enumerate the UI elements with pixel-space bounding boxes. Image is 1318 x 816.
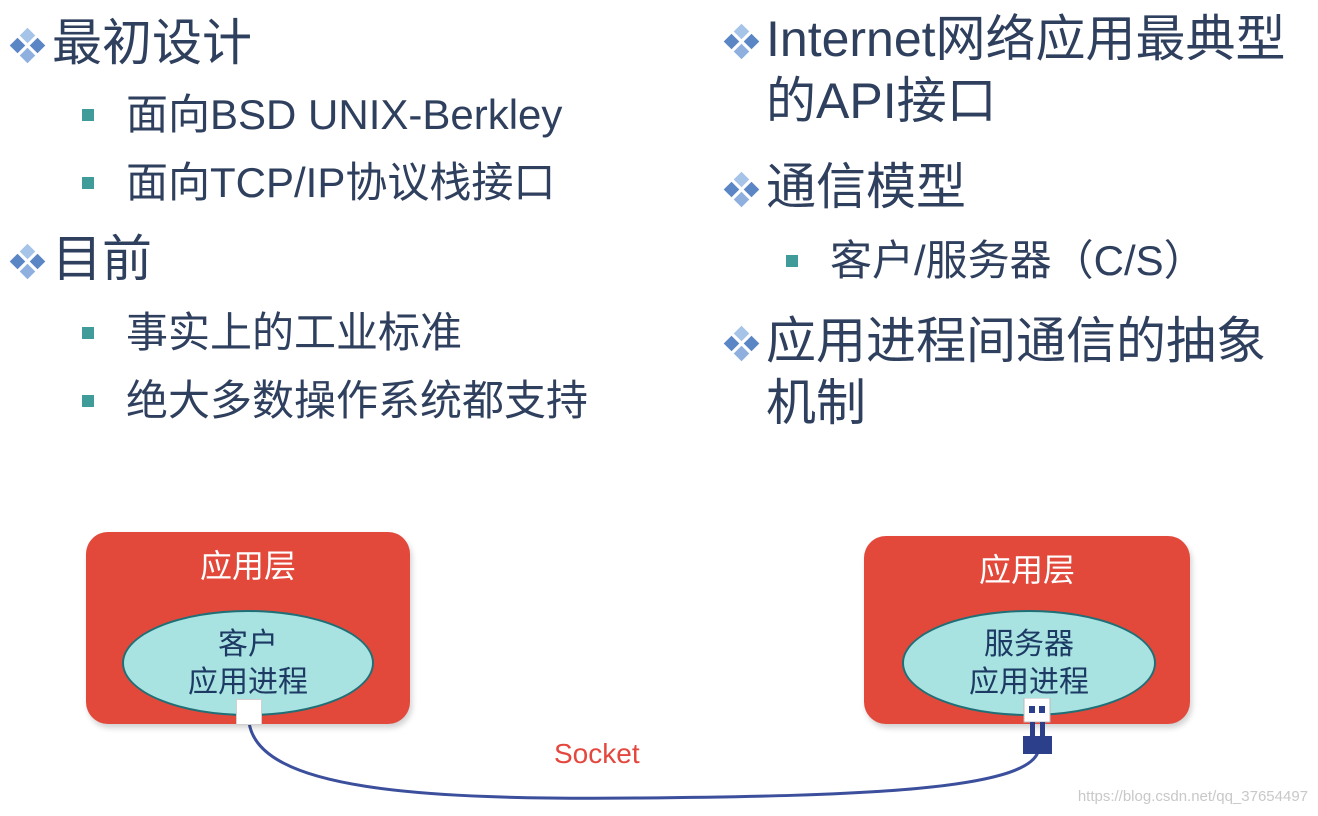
socket-label: Socket — [554, 738, 640, 769]
client-socket-port-icon — [236, 699, 262, 725]
client-layer-label: 应用层 — [199, 548, 296, 584]
client-process-line2: 应用进程 — [188, 666, 308, 699]
square-bullet-icon — [82, 177, 94, 189]
server-application-layer-box: 应用层 服务器 应用进程 — [864, 536, 1190, 724]
item-text: 面向TCP/IP协议栈接口 — [126, 159, 556, 206]
heading-text: 目前 — [52, 231, 152, 287]
item-text: 绝大多数操作系统都支持 — [126, 377, 589, 424]
square-bullet-icon — [82, 109, 94, 121]
server-layer-label: 应用层 — [978, 552, 1075, 588]
client-process-ellipse: 客户 应用进程 — [122, 610, 374, 716]
socket-plug-icon — [1023, 698, 1052, 754]
square-bullet-icon — [82, 327, 94, 339]
watermark-text: https://blog.csdn.net/qq_37654497 — [1077, 788, 1308, 805]
item-text: 事实上的工业标准 — [126, 309, 463, 356]
heading-text: 最初设计 — [52, 15, 252, 71]
item-text: 客户/服务器（C/S） — [830, 237, 1206, 284]
heading-text: 通信模型 — [766, 159, 966, 215]
square-bullet-icon — [786, 255, 798, 267]
client-process-line1: 客户 — [218, 628, 278, 661]
square-bullet-icon — [82, 395, 94, 407]
client-application-layer-box: 应用层 客户 应用进程 — [86, 532, 410, 724]
heading-text: Internet网络应用最典型的API接口 — [766, 11, 1286, 129]
server-process-line1: 服务器 — [984, 628, 1074, 661]
server-process-line2: 应用进程 — [969, 666, 1089, 699]
heading-text: 应用进程间通信的抽象机制 — [766, 313, 1266, 431]
item-text: 面向BSD UNIX-Berkley — [126, 91, 563, 138]
